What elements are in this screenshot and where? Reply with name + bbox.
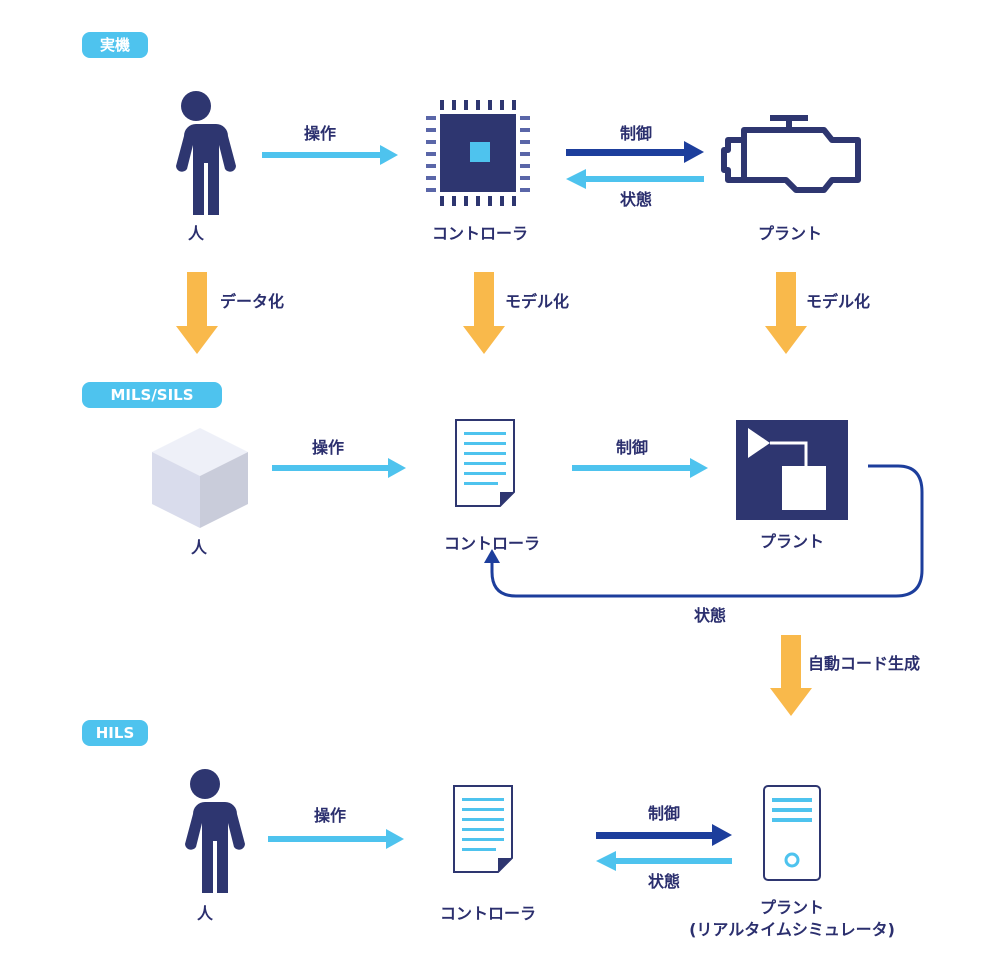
plant-label: プラント (759, 898, 825, 917)
controller-label: コントローラ (443, 534, 541, 553)
operate-label: 操作 (311, 438, 345, 457)
cube-icon (152, 428, 248, 528)
transition-label-controller: モデル化 (505, 292, 570, 311)
block-diagram-icon (736, 420, 848, 520)
transition-label-person: データ化 (220, 292, 285, 311)
operate-label: 操作 (303, 124, 337, 143)
state-arrow-3 (596, 851, 732, 871)
document-icon (453, 785, 513, 873)
transition-label-codegen: 自動コード生成 (808, 654, 921, 673)
state-label: 状態 (647, 872, 681, 891)
person-label: 人 (196, 904, 214, 923)
control-arrow-3 (596, 824, 732, 846)
document-icon (455, 419, 515, 507)
control-label: 制御 (615, 438, 649, 457)
server-icon (763, 785, 821, 881)
state-feedback-loop (484, 464, 924, 598)
control-label: 制御 (647, 804, 681, 823)
plant-label: プラント (759, 532, 825, 551)
chip-icon (426, 100, 530, 206)
state-label: 状態 (619, 190, 653, 209)
transition-arrow-plant (765, 272, 807, 354)
section-badge-mils-sils: MILS/SILS (82, 382, 222, 408)
person-icon (185, 769, 245, 893)
control-label: 制御 (619, 124, 653, 143)
operate-arrow-3 (268, 829, 404, 849)
person-icon (176, 91, 236, 215)
person-label: 人 (187, 224, 205, 243)
transition-arrow-codegen (770, 635, 812, 716)
operate-arrow-2 (272, 458, 406, 478)
operate-arrow-1 (262, 145, 398, 165)
state-arrow-1 (566, 169, 704, 189)
control-arrow-2 (572, 458, 708, 478)
state-label: 状態 (693, 606, 727, 625)
transition-arrow-person (176, 272, 218, 354)
operate-label: 操作 (313, 806, 347, 825)
section-badge-hils: HILS (82, 720, 148, 746)
controller-label: コントローラ (431, 224, 529, 243)
transition-label-plant: モデル化 (806, 292, 871, 311)
plant-sublabel: (リアルタイムシミュレータ) (689, 920, 895, 939)
plant-label: プラント (757, 224, 823, 243)
engine-icon (721, 115, 861, 193)
control-arrow-1 (566, 141, 704, 163)
controller-label: コントローラ (439, 904, 537, 923)
section-badge-real: 実機 (82, 32, 148, 58)
transition-arrow-controller (463, 272, 505, 354)
person-label: 人 (190, 538, 208, 557)
